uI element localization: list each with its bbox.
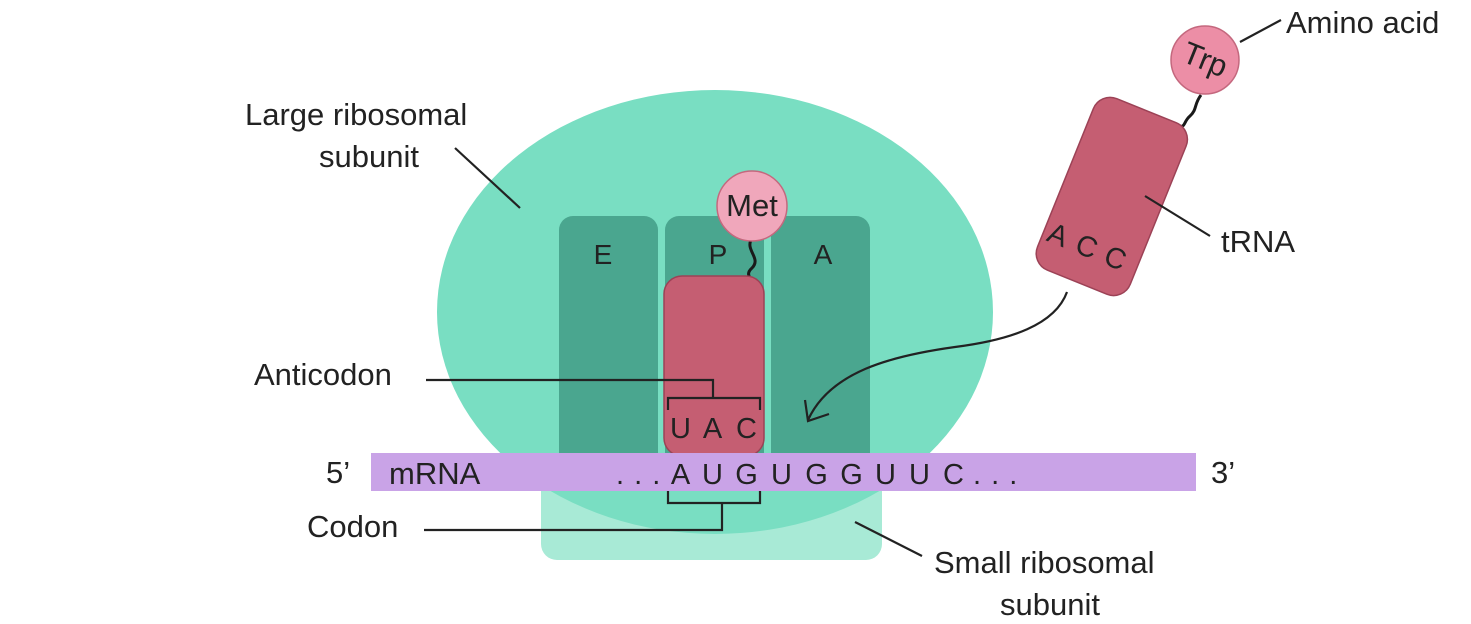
entry-arrow-head: [803, 399, 830, 423]
mrna-strand: [371, 453, 1196, 491]
codon-base-1: A: [671, 459, 691, 491]
amino-acid-pointer: [1239, 19, 1282, 43]
mrna-base-9: C: [943, 459, 965, 491]
trp-amino-acid: [1170, 25, 1240, 95]
entry-arrow: [807, 291, 1069, 421]
five-prime-label: 5’: [326, 455, 350, 490]
mrna-trail-dots: . . .: [973, 459, 1018, 491]
small-subunit-pointer: [854, 521, 923, 557]
incoming-trna: [1035, 96, 1189, 297]
anticodon-label: Anticodon: [254, 357, 392, 392]
trna-label: tRNA: [1221, 224, 1295, 259]
incoming-trna-body: [1035, 96, 1189, 297]
codon-label: Codon: [307, 509, 398, 544]
mrna-label: mRNA: [389, 456, 481, 491]
codon-base-3: G: [735, 459, 759, 491]
three-prime-label: 3’: [1211, 455, 1235, 490]
e-site-slot: [559, 216, 658, 476]
p-site-label: P: [709, 239, 728, 270]
anticodon-base-1: U: [670, 413, 692, 445]
trna-pointer: [1144, 195, 1211, 237]
mrna-base-6: G: [840, 459, 864, 491]
a-site-slot: [771, 216, 870, 476]
large-subunit-label-line2: subunit: [319, 139, 419, 174]
mrna-base-4: U: [771, 459, 793, 491]
trp-linker: [1177, 94, 1203, 128]
small-subunit-label-line1: Small ribosomal: [934, 545, 1155, 580]
codon-base-2: U: [702, 459, 724, 491]
codon-bracket: [666, 491, 762, 505]
amino-acid-label: Amino acid: [1286, 5, 1439, 40]
codon-leader-line: [424, 503, 724, 532]
met-amino-acid: [716, 170, 788, 242]
small-subunit-label-line2: subunit: [1000, 587, 1100, 622]
e-site-label: E: [594, 239, 613, 270]
a-site-label: A: [814, 239, 833, 270]
anticodon-leader-line: [426, 378, 715, 398]
anticodon-base-3: C: [736, 413, 758, 445]
mrna-lead-dots: . . .: [616, 459, 661, 491]
mrna-base-5: G: [805, 459, 829, 491]
mrna-base-8: U: [909, 459, 931, 491]
mrna-base-7: U: [875, 459, 897, 491]
met-label: Met: [726, 188, 778, 223]
large-subunit-pointer: [454, 147, 521, 209]
large-subunit-label-line1: Large ribosomal: [245, 97, 467, 132]
anticodon-base-2: A: [703, 413, 723, 445]
